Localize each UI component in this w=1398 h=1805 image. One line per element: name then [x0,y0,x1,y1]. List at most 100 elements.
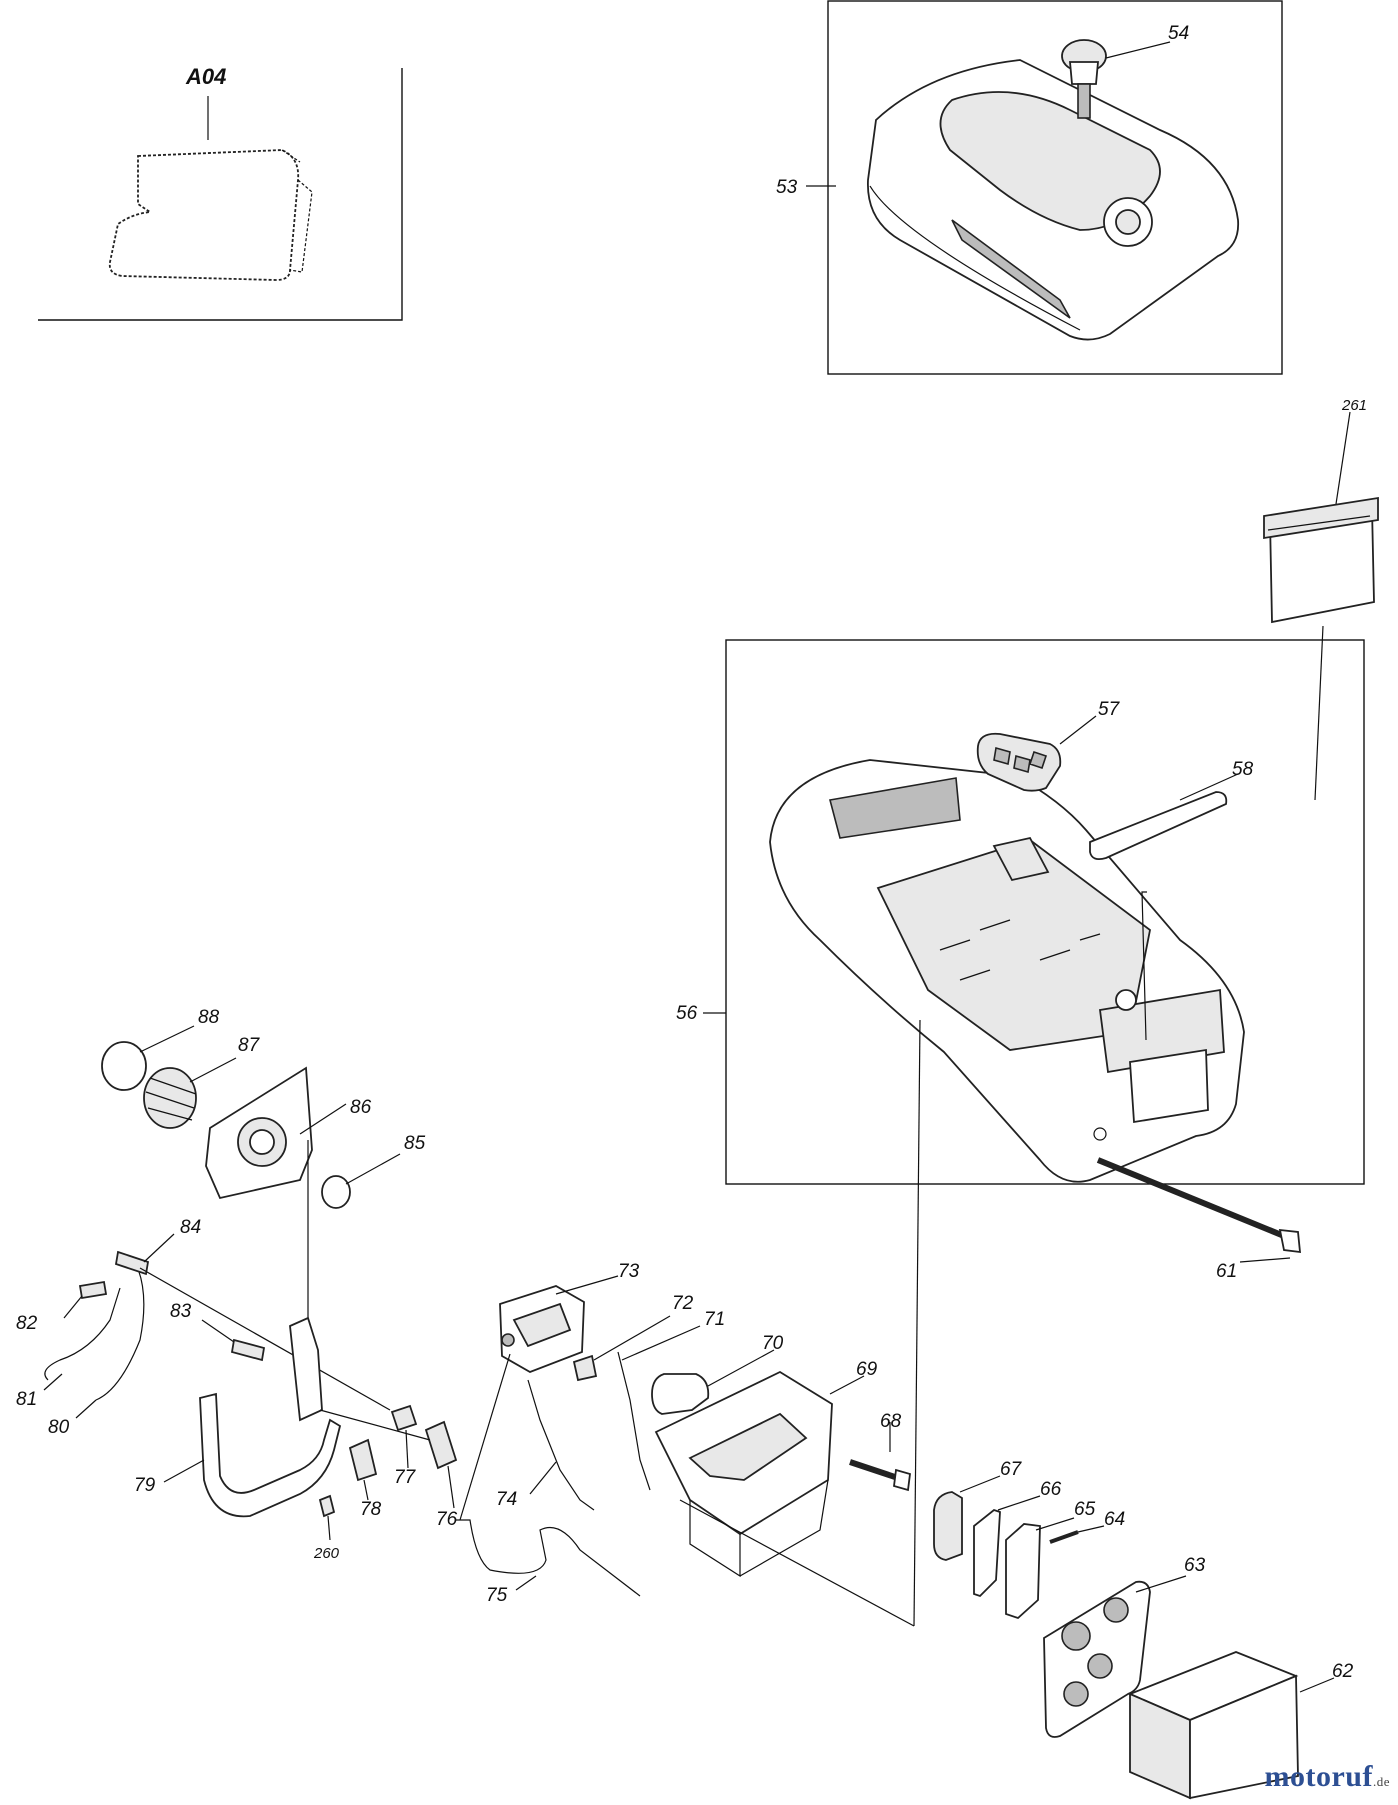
callout-63: 63 [1184,1555,1206,1576]
cover-frame [827,0,1283,375]
callout-72: 72 [672,1293,694,1314]
leader-58 [1179,773,1239,801]
callout-68: 68 [880,1411,902,1432]
part-64-screw [1049,1530,1079,1544]
part-58-seal [1089,791,1228,861]
leader-57 [1059,715,1097,745]
leader-63 [1135,1575,1187,1593]
leader-260 [327,1515,331,1541]
leader-73 [555,1275,619,1295]
part-75-hose [456,1519,641,1597]
leader-66 [997,1495,1041,1511]
callout-a04: A04 [186,64,227,89]
part-66-gasket [973,1508,1001,1598]
part-261-filter-insert [1263,496,1379,624]
callout-70: 70 [762,1333,784,1354]
part-70-gasket [651,1373,710,1415]
part-79-bracket [199,1392,342,1518]
callout-66: 66 [1040,1479,1062,1500]
callout-57: 57 [1098,699,1120,720]
housing-frame [725,639,1365,1185]
part-74-throttle-rod [527,1379,595,1511]
callout-64: 64 [1104,1509,1126,1530]
part-68-bolt [849,1459,911,1492]
part-72-fitting [572,1354,598,1382]
callout-79: 79 [134,1475,156,1496]
callout-62: 62 [1332,1661,1354,1682]
part-76-tube [424,1420,458,1470]
callout-61: 61 [1216,1261,1238,1282]
leader-78 [363,1479,369,1501]
leader-61 [1239,1257,1291,1263]
part-62-filter-element [1127,1651,1299,1800]
leader-73b [459,1353,511,1521]
callout-73: 73 [618,1261,640,1282]
leader-74 [529,1461,557,1495]
part-77-connector [390,1404,418,1432]
callout-67: 67 [1000,1459,1022,1480]
callout-58: 58 [1232,759,1254,780]
callout-87: 87 [238,1035,260,1056]
leader-84b [139,1267,391,1411]
part-manifold-lever [289,1316,323,1422]
leader-82 [63,1295,83,1319]
callout-53: 53 [776,177,798,198]
leader-56b [1141,891,1147,1041]
part-82-fitting [78,1280,108,1300]
part-81-hose [44,1287,121,1381]
part-67-pad [933,1491,963,1561]
part-83-fitting [230,1338,266,1362]
leader-77 [405,1429,409,1469]
watermark-tld: .de [1372,1774,1390,1789]
leader-88 [139,1025,195,1053]
part-57-grill [976,732,1062,792]
part-69-adapter [654,1370,833,1578]
leader-72 [593,1315,671,1361]
leader-56-long [913,1019,921,1627]
part-65-plate [1005,1523,1041,1620]
part-63-filter-plate [1043,1580,1151,1738]
callout-86: 86 [350,1097,372,1118]
part-80-hose [95,1259,145,1401]
callout-88: 88 [198,1007,220,1028]
leader-62 [1299,1677,1335,1693]
leader-manifold [319,1409,431,1441]
callout-65: 65 [1074,1499,1096,1520]
callout-75: 75 [486,1585,508,1606]
leader-71 [621,1325,701,1361]
part-78-tube [348,1438,378,1482]
part-a04-filter-pad [108,149,313,281]
part-54-knob [1061,39,1107,119]
leader-81 [43,1373,63,1391]
watermark-brand: motoruf [1264,1760,1373,1793]
part-85-ring [321,1175,351,1209]
part-260-screw [318,1494,336,1518]
callout-77: 77 [394,1467,416,1488]
leader-67 [959,1475,1001,1493]
leader-86 [299,1103,347,1135]
callout-54: 54 [1168,23,1190,44]
part-73-carburetor [499,1285,585,1373]
callout-71: 71 [704,1309,726,1330]
leader-75 [515,1575,537,1591]
callout-260: 260 [314,1545,340,1562]
leader-261-housing [1314,625,1324,801]
callout-69: 69 [856,1359,878,1380]
callout-84: 84 [180,1217,202,1238]
callout-74: 74 [496,1489,518,1510]
callout-81: 81 [16,1389,38,1410]
leader-69 [829,1375,865,1395]
callout-80: 80 [48,1417,70,1438]
leader-70 [707,1349,775,1387]
part-84-fitting [114,1250,150,1276]
leader-80 [75,1399,97,1419]
watermark-logo: motoruf.de [1264,1760,1390,1794]
part-87-intake-boot [143,1067,197,1129]
callout-83: 83 [170,1301,192,1322]
callout-82: 82 [16,1313,38,1334]
part-86-flange-plate [205,1066,313,1200]
leader-adapter-long [679,1499,915,1627]
leader-64 [1077,1525,1105,1533]
